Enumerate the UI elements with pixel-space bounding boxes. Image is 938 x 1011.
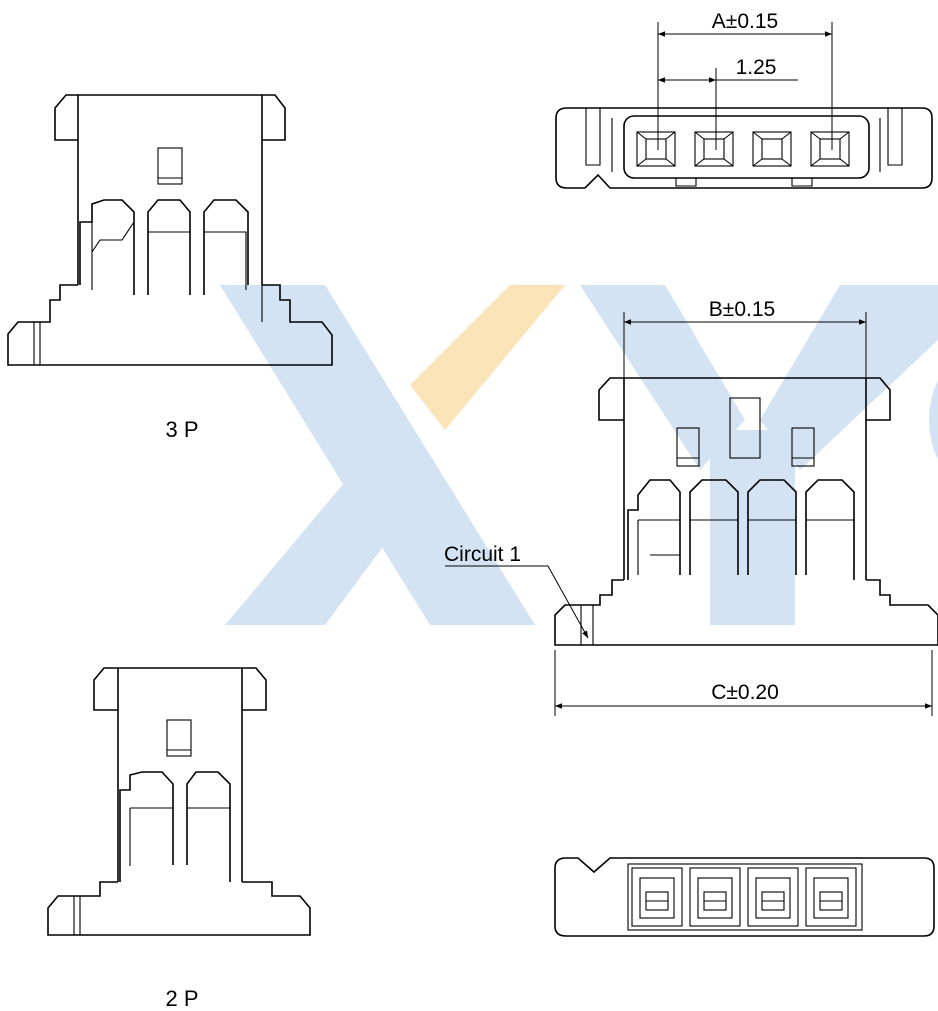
dimension-a-label: A±0.15 [712, 10, 778, 33]
circuit-1-label: Circuit 1 [444, 543, 521, 566]
connector-2p-view: 2 P [47, 667, 311, 1011]
connector-4p-side-view: B±0.15 Circuit 1 C±0.20 [444, 298, 938, 716]
dimension-c-label: C±0.20 [711, 681, 779, 704]
dimension-pitch-label: 1.25 [736, 56, 777, 79]
view-2p-caption: 2 P [165, 986, 198, 1011]
dimension-b-label: B±0.15 [709, 298, 775, 321]
watermark-logo [220, 285, 938, 625]
connector-3p-view: 3 P [7, 94, 333, 442]
view-3p-caption: 3 P [165, 417, 198, 442]
connector-4p-face-view: A±0.15 1.25 [555, 10, 933, 189]
connector-4p-back-view [554, 857, 935, 937]
